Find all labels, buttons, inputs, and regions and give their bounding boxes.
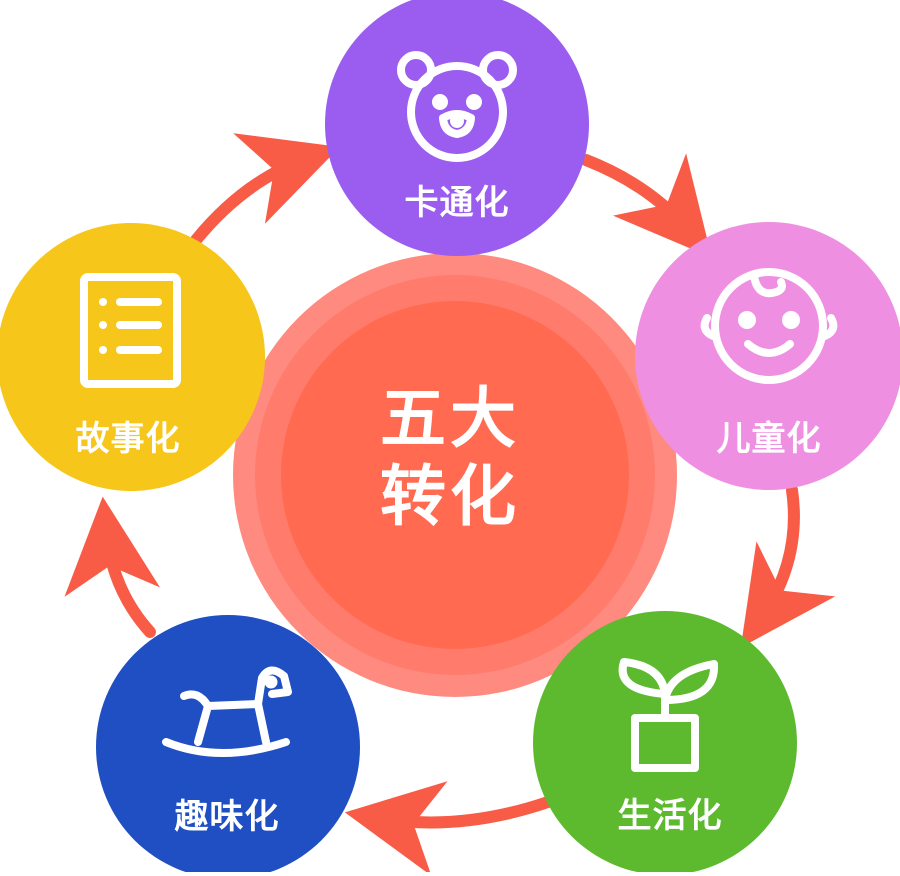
bear-icon: [397, 51, 517, 162]
center-circle: [233, 253, 677, 697]
node-label-fun: 趣味化: [174, 797, 280, 837]
arrow-childlike-to-life: [740, 484, 836, 648]
arrow-story-to-cartoon: [190, 133, 340, 246]
arrow-life-to-fun: [344, 781, 554, 876]
center-title-line-1: 五大: [380, 380, 520, 457]
node-label-cartoon: 卡通化: [404, 183, 510, 223]
cycle-arrows: [64, 133, 836, 876]
sprout-pot-icon: [618, 658, 719, 772]
node-label-life: 生活化: [617, 796, 723, 836]
arrow-fun-to-story: [64, 496, 160, 638]
arrow-cartoon-to-childlike: [580, 153, 712, 258]
center-title: 五大 转化: [300, 380, 600, 536]
node-life: [533, 611, 797, 875]
node-cartoon: [325, 0, 589, 256]
document-list-icon: [80, 273, 181, 388]
node-label-childlike: 儿童化: [716, 419, 822, 459]
node-fun: [96, 615, 360, 876]
node-story: [0, 223, 265, 491]
center-title-line-2: 转化: [380, 458, 520, 535]
node-childlike: [635, 222, 900, 490]
baby-face-icon: [700, 268, 838, 384]
rocking-horse-icon: [162, 666, 292, 757]
node-label-story: 故事化: [75, 419, 181, 459]
